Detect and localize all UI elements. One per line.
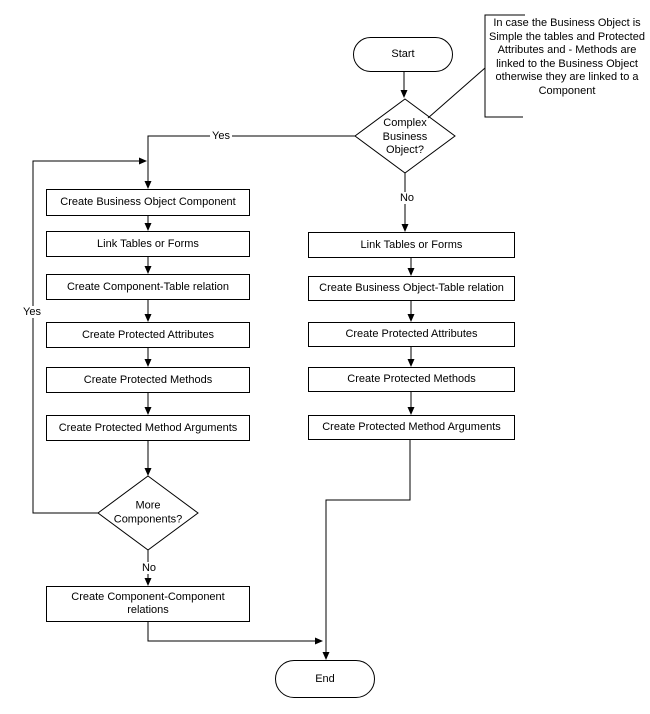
process-create-protected-methods-right: Create Protected Methods [308, 367, 515, 392]
edge-left-to-end [147, 622, 323, 645]
process-link-tables-or-forms-right: Link Tables or Forms [308, 232, 515, 258]
decision-complex-label: Complex Business Object? [382, 116, 428, 156]
process-label: Create Business Object-Table relation [319, 282, 504, 294]
process-create-protected-method-arguments-right: Create Protected Method Arguments [308, 415, 515, 440]
edge-yes-loop [32, 157, 147, 514]
edge-right-3-4 [407, 347, 415, 367]
process-label: Create Protected Attributes [81, 328, 215, 341]
process-label: Create Protected Attributes [345, 328, 478, 340]
process-label: Create Protected Method Arguments [322, 421, 501, 433]
edge-right-2-3 [407, 301, 415, 322]
edge-left-1-2 [144, 216, 152, 231]
annotation-bracket [427, 14, 525, 119]
edge-yes-left [144, 135, 355, 189]
edge-right-to-end [322, 440, 411, 660]
process-label: Create Component-Component relations [71, 591, 225, 616]
edge-left-4-5 [144, 348, 152, 367]
process-create-protected-attributes-right: Create Protected Attributes [308, 322, 515, 347]
process-label: Create Component-Table relation [66, 280, 230, 293]
decision-more-label: More Components? [113, 499, 183, 526]
process-create-business-object-table-relation: Create Business Object-Table relation [308, 276, 515, 301]
process-create-business-object-component: Create Business Object Component [46, 189, 250, 216]
process-label: Create Protected Method Arguments [58, 421, 238, 434]
process-label: Create Protected Methods [83, 373, 213, 386]
process-label: Create Business Object Component [60, 196, 236, 208]
process-label: Create Protected Methods [347, 373, 476, 385]
start-node: Start [353, 37, 453, 72]
edge-label-yes-loop: Yes [21, 306, 43, 318]
annotation-note: In case the Business Object is Simple th… [489, 17, 645, 97]
process-create-protected-method-arguments-left: Create Protected Method Arguments [46, 415, 250, 441]
edge-left-5-6 [144, 393, 152, 415]
edge-start-decision [400, 72, 408, 98]
process-create-protected-attributes-left: Create Protected Attributes [46, 322, 250, 348]
edge-left-2-3 [144, 257, 152, 274]
edge-right-1-2 [407, 258, 415, 276]
process-link-tables-or-forms-left: Link Tables or Forms [46, 231, 250, 257]
edge-label-yes-top: Yes [210, 130, 232, 142]
edge-right-4-5 [407, 392, 415, 415]
edge-left-3-4 [144, 300, 152, 322]
start-label: Start [391, 48, 415, 60]
process-label: Link Tables or Forms [360, 238, 463, 251]
process-create-component-component-relations: Create Component-Component relations [46, 586, 250, 622]
process-create-component-table-relation: Create Component-Table relation [46, 274, 250, 300]
end-label: End [315, 672, 335, 685]
process-label: Link Tables or Forms [97, 237, 199, 250]
edge-label-no-more: No [139, 562, 159, 574]
end-node: End [275, 660, 375, 698]
process-create-protected-methods-left: Create Protected Methods [46, 367, 250, 393]
edge-left-6-more [144, 441, 152, 476]
edge-label-no-complex: No [397, 192, 417, 204]
